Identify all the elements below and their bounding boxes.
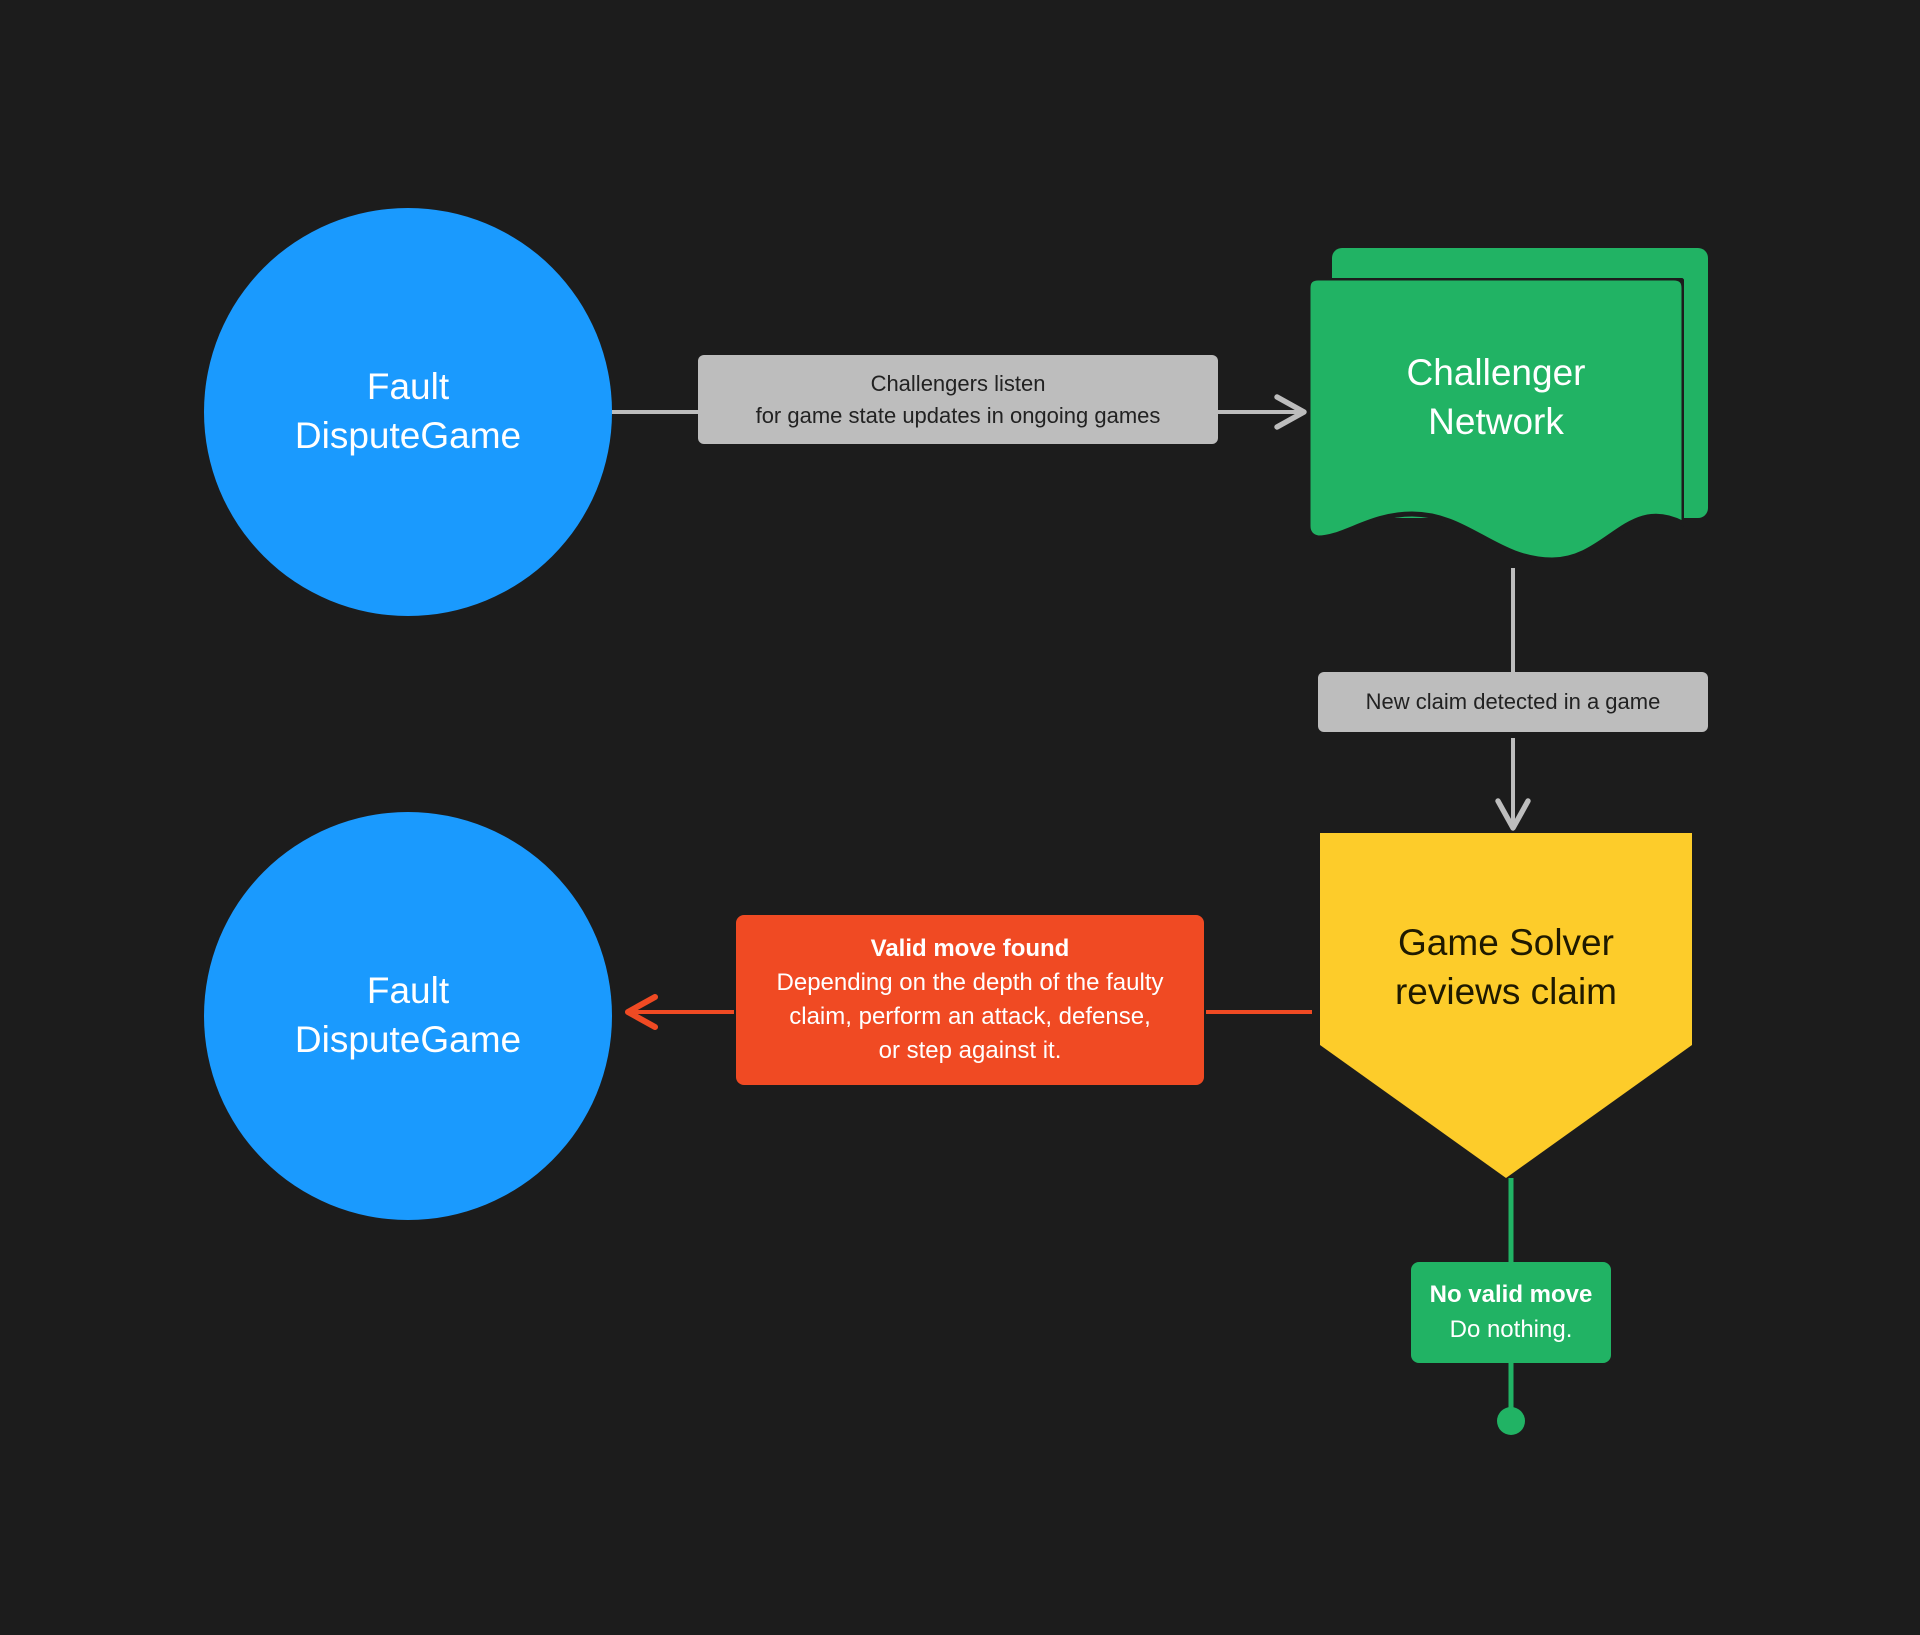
node-label-line1: Fault	[366, 366, 450, 408]
edge-label-line1: Challengers listen	[870, 371, 1046, 396]
edge-label-no-valid-move[interactable]: No valid move Do nothing.	[1411, 1262, 1611, 1364]
node-challenger-network[interactable]: Challenger Network	[1308, 248, 1708, 568]
edge-label-heading: No valid move	[1429, 1281, 1593, 1308]
flow-terminator-dot	[1497, 1407, 1525, 1435]
node-label-line2: DisputeGame	[294, 415, 522, 456]
edge-label-line3: or step against it.	[878, 1037, 1062, 1065]
edge-label-line2: for game state updates in ongoing games	[755, 402, 1161, 428]
edge-label-line2: claim, perform an attack, defense,	[789, 1003, 1151, 1031]
edge-label-heading: Valid move found	[870, 935, 1070, 962]
node-label: Fault DisputeGame	[295, 363, 521, 461]
edge-label-valid-move-found[interactable]: Valid move found Depending on the depth …	[736, 915, 1204, 1086]
node-fault-dispute-game-bottom[interactable]: Fault DisputeGame	[204, 812, 612, 1220]
node-label: Fault DisputeGame	[295, 967, 521, 1065]
node-label-line2: DisputeGame	[294, 1019, 522, 1060]
edge-label-line1: New claim detected in a game	[1365, 689, 1661, 714]
edge-label-new-claim-detected[interactable]: New claim detected in a game	[1318, 672, 1708, 732]
edge-label-line1: Do nothing.	[1449, 1315, 1573, 1343]
node-game-solver[interactable]: Game Solver reviews claim	[1312, 833, 1700, 1178]
node-label-line1: Fault	[366, 970, 450, 1012]
node-fault-dispute-game-top[interactable]: Fault DisputeGame	[204, 208, 612, 616]
edge-label-line1: Depending on the depth of the faulty	[776, 969, 1164, 997]
document-stack-front-sheet	[1308, 278, 1684, 566]
edge-label-challengers-listen[interactable]: Challengers listen for game state update…	[698, 355, 1218, 445]
